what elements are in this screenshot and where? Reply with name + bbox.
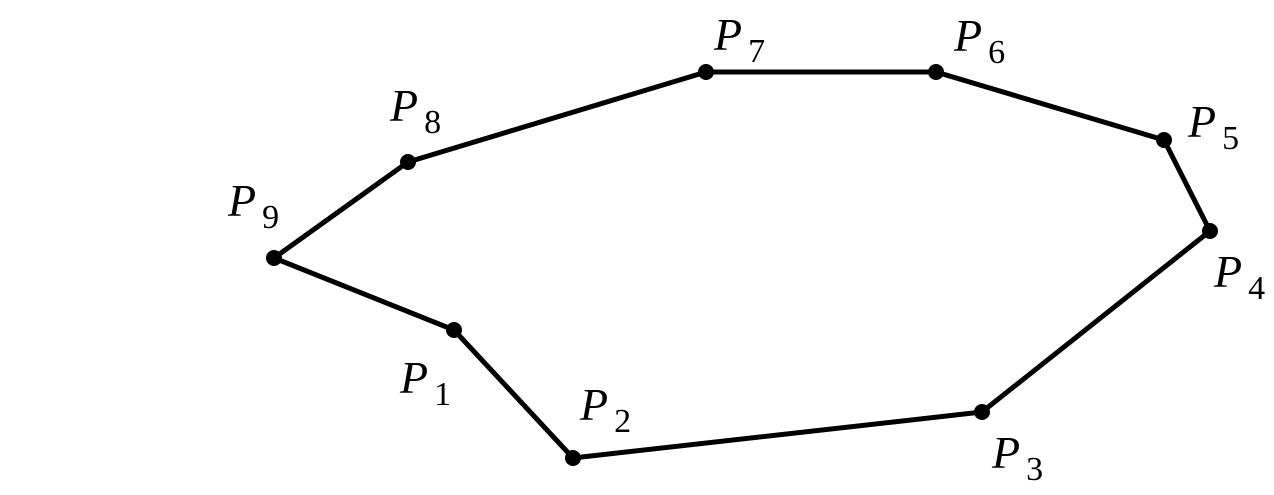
vertex-point-p5: [1156, 132, 1172, 148]
vertex-point-p3: [974, 404, 990, 420]
vertex-point-p6: [928, 64, 944, 80]
vertex-point-p7: [698, 64, 714, 80]
vertex-point-p1: [446, 322, 462, 338]
vertex-point-p8: [400, 154, 416, 170]
vertex-point-p4: [1202, 223, 1218, 239]
vertex-point-p9: [266, 250, 282, 266]
vertex-point-p2: [565, 450, 581, 466]
vertex-dots: [266, 64, 1218, 466]
polygon-outline: [268, 69, 1214, 461]
